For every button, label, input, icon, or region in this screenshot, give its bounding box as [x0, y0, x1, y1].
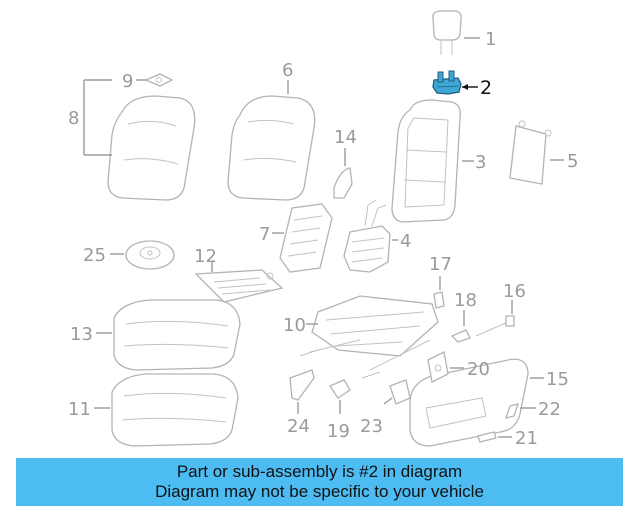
part-13-cushion-pad: [113, 299, 241, 371]
arrowhead-2: [462, 84, 468, 90]
info-banner: Part or sub-assembly is #2 in diagram Di…: [16, 458, 623, 506]
part-7-back-insert: [279, 203, 333, 273]
banner-line-1: Part or sub-assembly is #2 in diagram: [176, 462, 463, 481]
part-18-cap: [450, 329, 471, 343]
callout-3: 3: [475, 152, 486, 173]
part-21-button: [477, 431, 497, 443]
part-14-side-trim: [333, 167, 353, 199]
callout-16: 16: [503, 281, 526, 302]
part-2-headrest-guide: [432, 70, 462, 95]
part-4-lumbar-support: [343, 199, 391, 273]
part-10-seat-frame: [299, 295, 439, 379]
part-15-side-shield: [409, 358, 529, 447]
part-23-switch-bezel: [389, 379, 411, 405]
part-6-seatback-pad: [227, 95, 316, 201]
part-24-handle: [289, 369, 315, 401]
callout-22: 22: [538, 399, 561, 420]
part-3-seatback-frame: [391, 99, 461, 223]
callout-4: 4: [400, 231, 411, 252]
part-1-headrest: [432, 10, 462, 55]
part-12-heater-element: [194, 269, 284, 303]
part-8-seatback-cover: [107, 95, 196, 201]
part-5-back-panel: [509, 120, 552, 185]
part-19-knob: [329, 379, 351, 399]
callout-5: 5: [567, 151, 578, 172]
part-20-switch: [427, 351, 449, 383]
callout-20: 20: [467, 359, 490, 380]
callout-17: 17: [429, 254, 452, 275]
callout-25: 25: [83, 245, 106, 266]
callout-14: 14: [334, 127, 357, 148]
callout-6: 6: [282, 60, 293, 81]
callout-11: 11: [68, 399, 91, 420]
part-16-cable: [475, 315, 515, 337]
part-11-cushion-cover: [111, 373, 239, 447]
callout-18: 18: [454, 290, 477, 311]
callout-13: 13: [70, 324, 93, 345]
callout-1: 1: [485, 29, 496, 50]
callout-23: 23: [360, 416, 383, 437]
part-9-clip: [144, 73, 174, 87]
callout-21: 21: [515, 428, 538, 449]
callout-2: 2: [480, 77, 492, 99]
part-25-motor: [125, 240, 175, 270]
callout-19: 19: [327, 421, 350, 442]
callout-10: 10: [283, 315, 306, 336]
banner-line-2: Diagram may not be specific to your vehi…: [155, 482, 484, 501]
callout-7: 7: [259, 224, 270, 245]
part-17-clip: [433, 291, 445, 309]
parts-diagram: 1 2 3 4 5 6 7: [68, 10, 578, 449]
part-22-knob: [505, 403, 519, 419]
callout-24: 24: [287, 416, 310, 437]
callout-15: 15: [546, 369, 569, 390]
leader-23: [383, 397, 393, 405]
leader-8: [83, 79, 112, 156]
callout-8: 8: [68, 108, 79, 129]
callout-12: 12: [194, 246, 217, 267]
callout-9: 9: [122, 71, 133, 92]
